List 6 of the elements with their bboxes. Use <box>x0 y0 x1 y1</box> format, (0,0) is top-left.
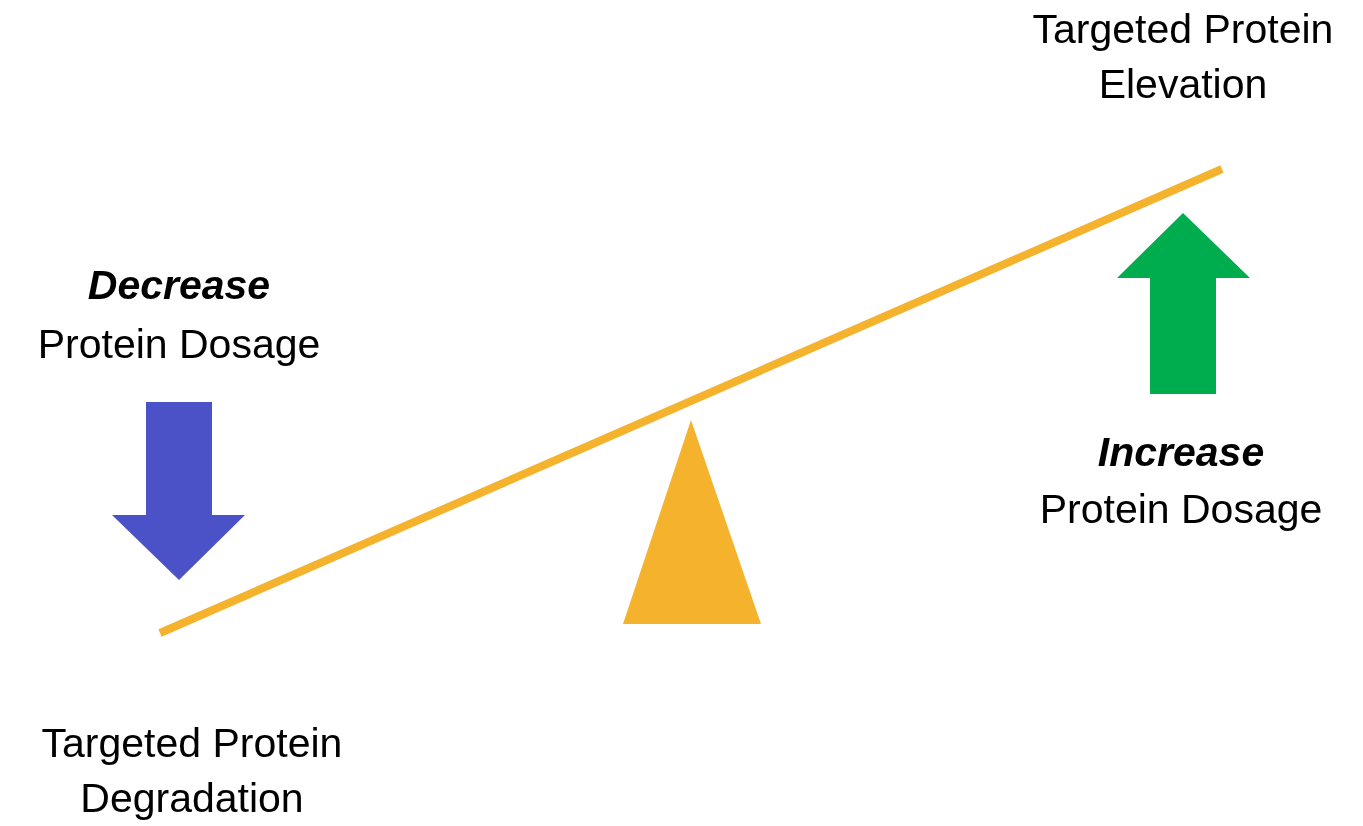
action-label: Increase <box>1096 428 1266 477</box>
action-label: Decrease <box>86 261 272 310</box>
outcome-label: Targeted Protein Degradation <box>40 719 344 823</box>
action-subtitle: Protein Dosage <box>36 320 322 369</box>
outcome-label: Targeted Protein Elevation <box>1031 5 1335 109</box>
action-subtitle: Protein Dosage <box>1038 485 1324 534</box>
